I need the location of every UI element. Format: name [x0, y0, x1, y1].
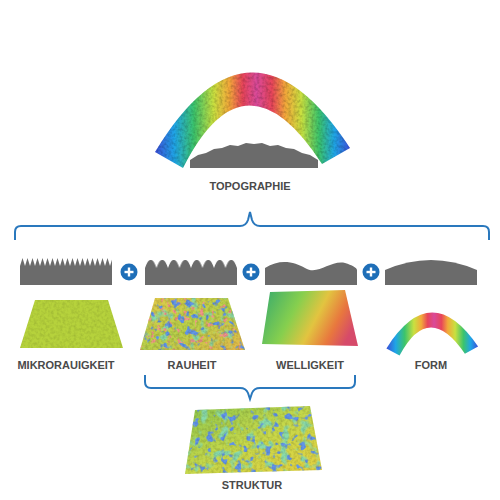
topography-profile [190, 143, 318, 168]
bracket [145, 375, 355, 399]
section-label: MIKRORAUIGKEIT [17, 359, 114, 372]
section-label: FORM [415, 359, 447, 372]
structure-surface [185, 406, 322, 474]
bracket [15, 212, 489, 240]
section-label: STRUKTUR [222, 479, 283, 492]
section-label: TOPOGRAPHIE [209, 180, 290, 193]
profile-row [20, 258, 477, 285]
section-label: WELLIGKEIT [276, 359, 344, 372]
waviness-surface [262, 290, 358, 346]
microroughness-surface [20, 300, 123, 348]
roughness-surface [140, 298, 245, 350]
section-label: RAUHEIT [168, 359, 217, 372]
form-surface [386, 313, 478, 356]
plus-symbol [121, 264, 380, 281]
topography-surface [155, 72, 350, 168]
